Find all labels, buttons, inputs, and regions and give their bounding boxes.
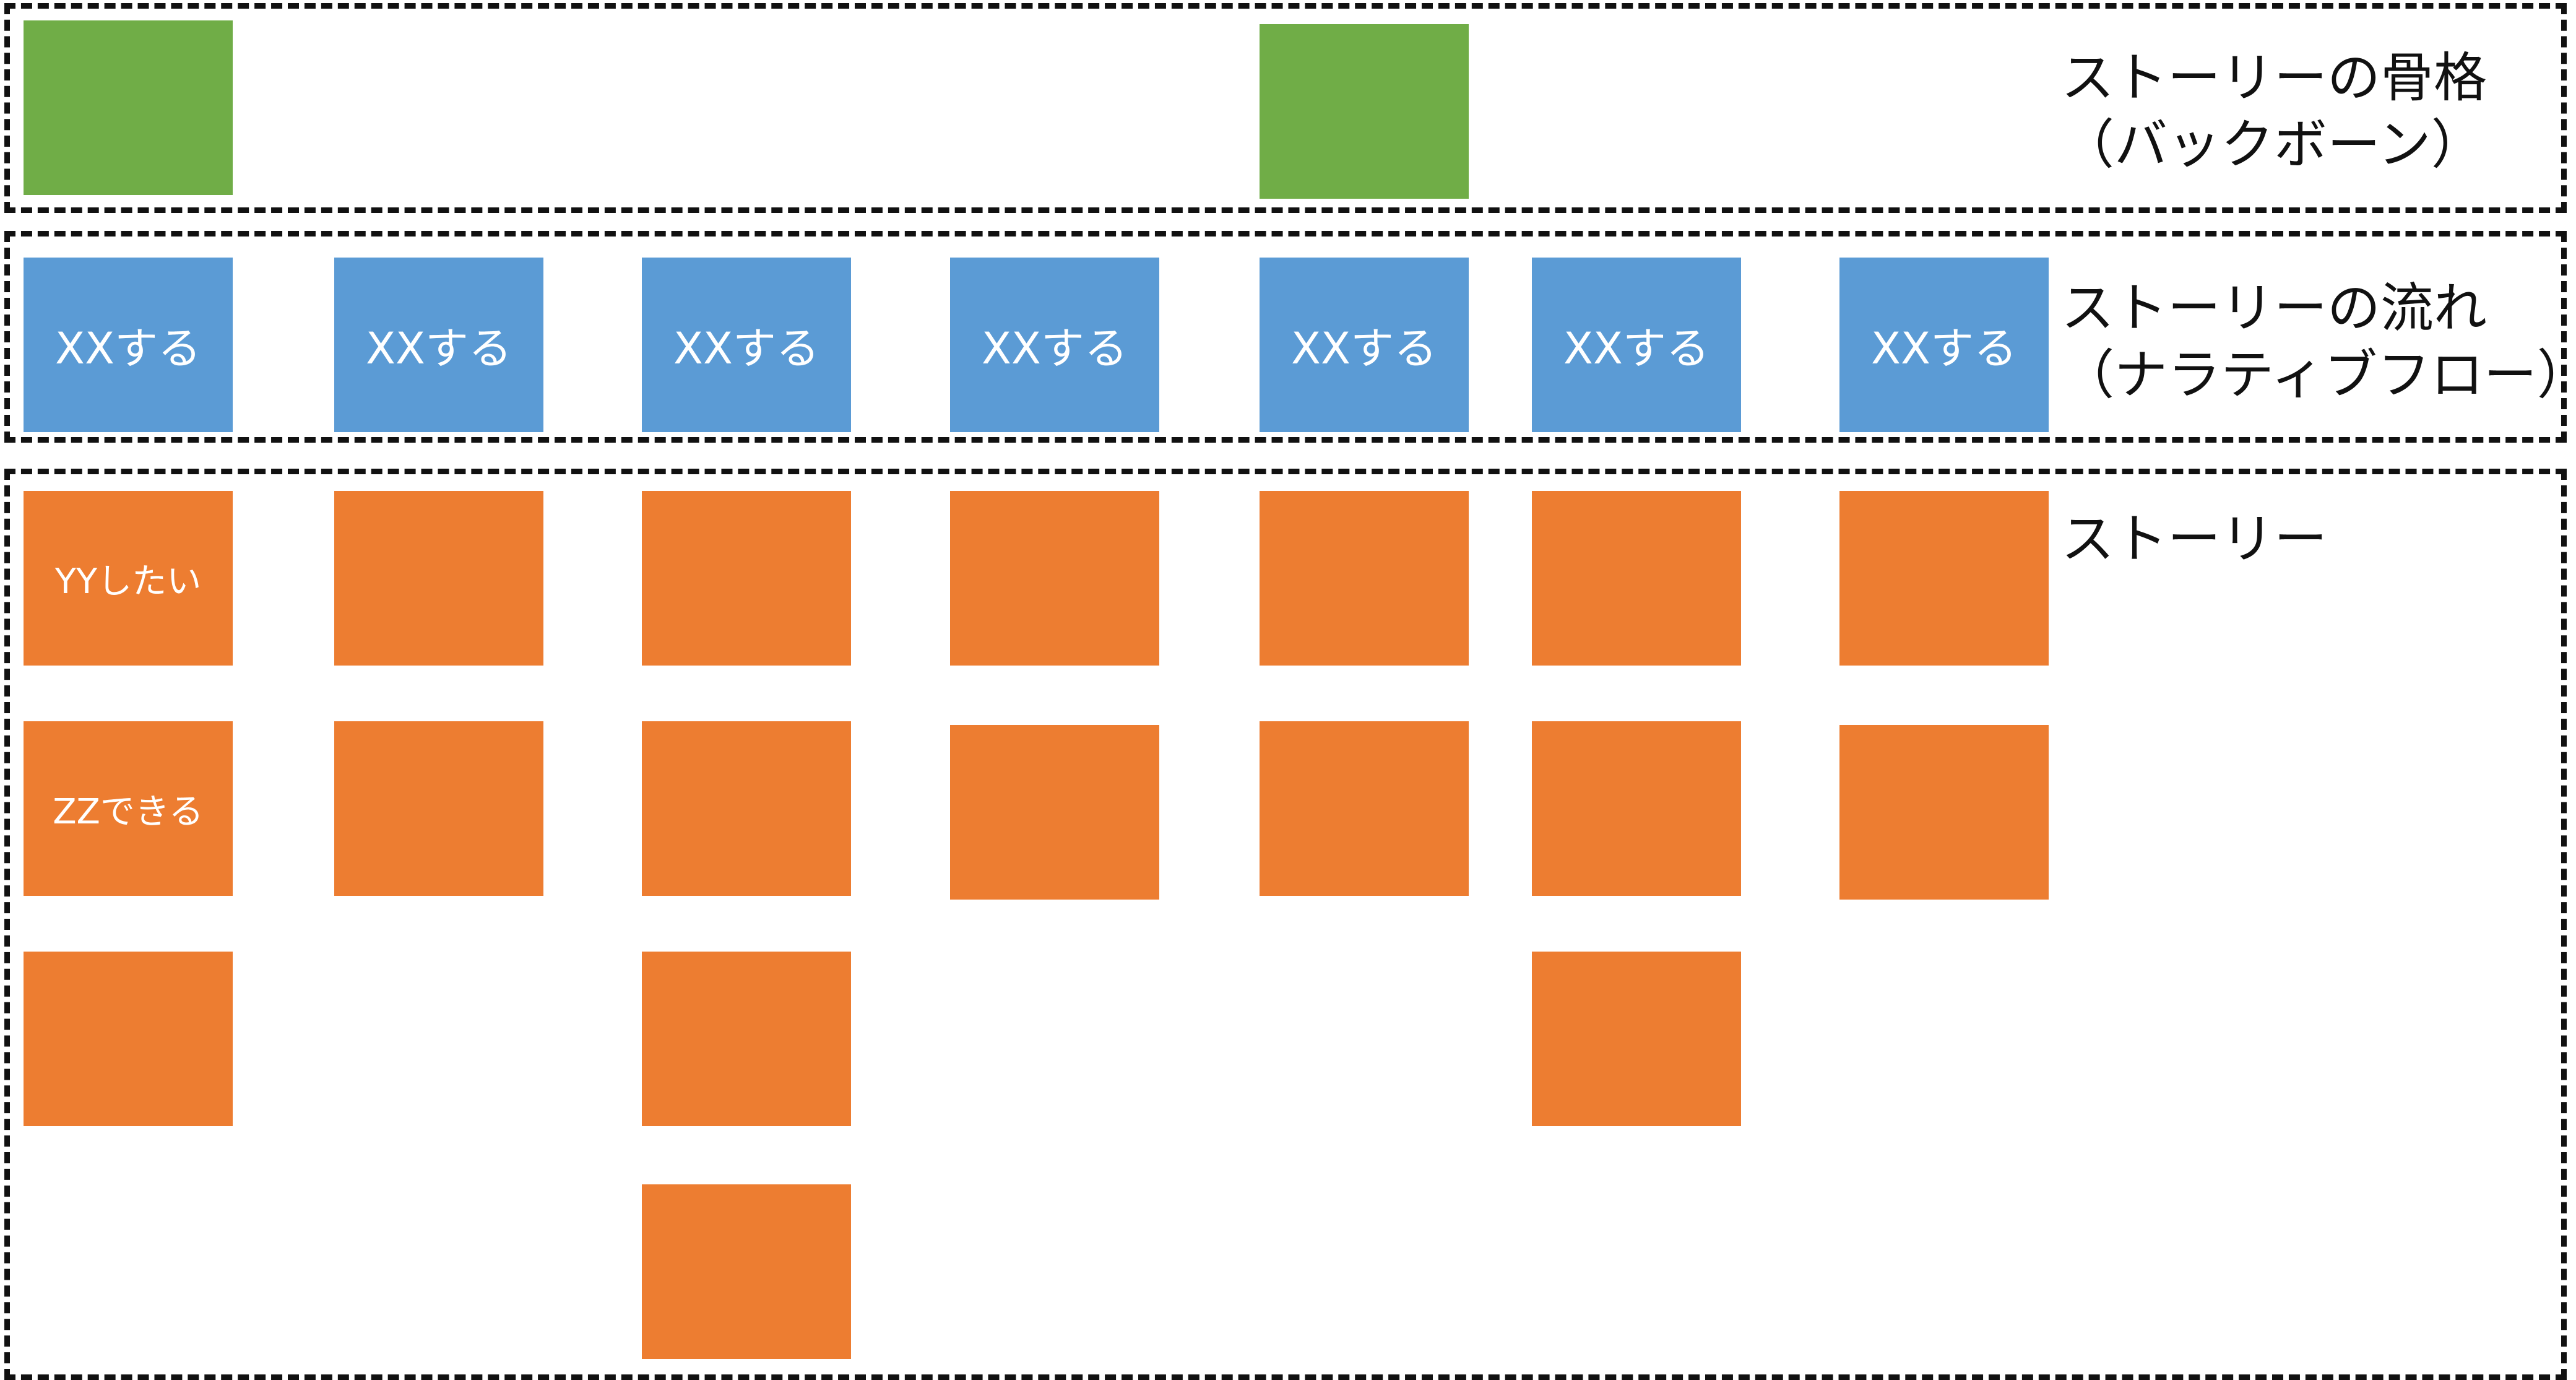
backbone-label-line1: ストーリーの骨格 <box>2061 47 2487 109</box>
story-card[interactable] <box>1532 721 1741 896</box>
activity-card[interactable]: XXする <box>1532 258 1741 432</box>
story-card[interactable] <box>642 491 851 666</box>
flow-band-label: ストーリーの流れ （ナラティブフロー） <box>2061 275 2576 409</box>
activity-card[interactable]: XXする <box>24 258 233 432</box>
activity-card[interactable]: XXする <box>334 258 543 432</box>
stories-label: ストーリー <box>2061 508 2327 570</box>
backbone-card[interactable] <box>1260 24 1469 199</box>
story-card[interactable] <box>1532 952 1741 1126</box>
story-card[interactable] <box>642 721 851 896</box>
story-card[interactable] <box>334 721 543 896</box>
flow-label-line2: （ナラティブフロー） <box>2061 344 2576 406</box>
story-card[interactable]: YYしたい <box>24 491 233 666</box>
story-card[interactable] <box>24 952 233 1126</box>
backbone-label-line2: （バックボーン） <box>2061 114 2484 176</box>
story-card[interactable] <box>950 725 1159 900</box>
narrative-flow-band <box>4 231 2567 443</box>
story-card[interactable]: ZZできる <box>24 721 233 896</box>
backbone-band-label: ストーリーの骨格 （バックボーン） <box>2061 45 2487 178</box>
story-card[interactable] <box>1260 491 1469 666</box>
backbone-band <box>4 3 2567 213</box>
stories-band-label: ストーリー <box>2061 506 2327 573</box>
story-card[interactable] <box>1839 491 2049 666</box>
activity-card[interactable]: XXする <box>1839 258 2049 432</box>
story-card[interactable] <box>642 1184 851 1359</box>
story-card[interactable] <box>1532 491 1741 666</box>
story-card[interactable] <box>642 952 851 1126</box>
story-card[interactable] <box>1839 725 2049 900</box>
activity-card[interactable]: XXする <box>1260 258 1469 432</box>
story-card[interactable] <box>1260 721 1469 896</box>
backbone-card[interactable] <box>24 20 233 195</box>
activity-card[interactable]: XXする <box>642 258 851 432</box>
story-card[interactable] <box>334 491 543 666</box>
flow-label-line1: ストーリーの流れ <box>2061 277 2487 339</box>
story-card[interactable] <box>950 491 1159 666</box>
activity-card[interactable]: XXする <box>950 258 1159 432</box>
